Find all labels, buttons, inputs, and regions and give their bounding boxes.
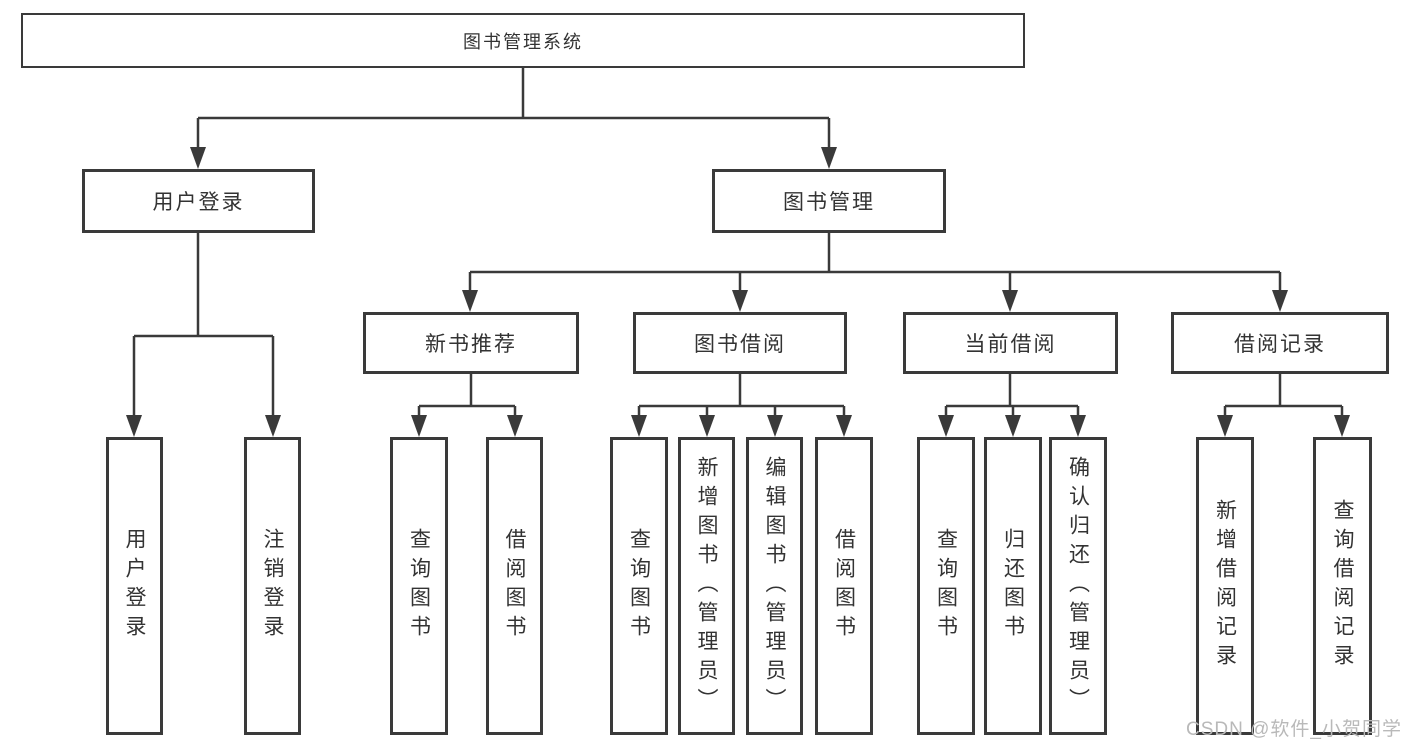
connector-borrowrecord-to-leaves: [1223, 374, 1344, 430]
leaf-newbook-borrow-label: 借阅图书: [503, 528, 526, 644]
leaf-borrow-add: 新增图书（管理员）: [678, 437, 735, 735]
leaf-borrow-edit: 编辑图书（管理员）: [746, 437, 803, 735]
node-borrow-record-label: 借阅记录: [1234, 333, 1326, 356]
leaf-record-query: 查询借阅记录: [1313, 437, 1372, 735]
node-book-borrow: 图书借阅: [633, 312, 847, 374]
connector-root-to-level2: [196, 68, 831, 162]
leaf-borrow-query-label: 查询图书: [627, 528, 651, 644]
leaf-current-return-label: 归还图书: [1001, 528, 1025, 644]
leaf-current-confirm-label: 确认归还（管理员）: [1066, 455, 1090, 717]
arrowheads: [126, 147, 1350, 437]
node-new-book-rec: 新书推荐: [363, 312, 579, 374]
connector-bookborrow-to-leaves: [637, 374, 846, 430]
node-current-borrow: 当前借阅: [903, 312, 1118, 374]
leaf-newbook-query-label: 查询图书: [407, 528, 431, 644]
node-user-login: 用户登录: [82, 169, 315, 233]
leaf-newbook-borrow: 借阅图书: [486, 437, 543, 735]
leaf-current-query-label: 查询图书: [934, 528, 958, 644]
leaf-current-confirm: 确认归还（管理员）: [1049, 437, 1107, 735]
connector-newbookrec-to-leaves: [417, 374, 517, 430]
leaf-borrow-borrow-label: 借阅图书: [832, 528, 856, 644]
connector-bookmgmt-to-level3: [468, 233, 1282, 305]
leaf-newbook-query: 查询图书: [390, 437, 448, 735]
node-book-borrow-label: 图书借阅: [694, 333, 786, 356]
node-borrow-record: 借阅记录: [1171, 312, 1389, 374]
node-root: 图书管理系统: [21, 13, 1025, 68]
node-current-borrow-label: 当前借阅: [964, 333, 1057, 356]
leaf-borrow-edit-label: 编辑图书（管理员）: [763, 455, 786, 717]
leaf-borrow-add-label: 新增图书（管理员）: [695, 455, 718, 717]
node-book-mgmt: 图书管理: [712, 169, 946, 233]
leaf-record-add-label: 新增借阅记录: [1213, 499, 1237, 673]
node-new-book-rec-label: 新书推荐: [425, 333, 517, 356]
leaf-current-query: 查询图书: [917, 437, 975, 735]
node-book-mgmt-label: 图书管理: [783, 191, 875, 214]
leaf-user-login: 用户登录: [106, 437, 163, 735]
leaf-logout: 注销登录: [244, 437, 301, 735]
leaf-record-query-label: 查询借阅记录: [1331, 499, 1354, 673]
csdn-watermark: CSDN @软件_小贺同学: [1186, 719, 1402, 740]
connector-userlogin-to-leaves: [132, 233, 275, 430]
node-root-label: 图书管理系统: [463, 31, 583, 52]
node-user-login-label: 用户登录: [152, 191, 245, 214]
leaf-record-add: 新增借阅记录: [1196, 437, 1254, 735]
leaf-user-login-label: 用户登录: [123, 528, 146, 644]
leaf-current-return: 归还图书: [984, 437, 1042, 735]
leaf-logout-label: 注销登录: [261, 528, 284, 644]
leaf-borrow-query: 查询图书: [610, 437, 668, 735]
leaf-borrow-borrow: 借阅图书: [815, 437, 873, 735]
